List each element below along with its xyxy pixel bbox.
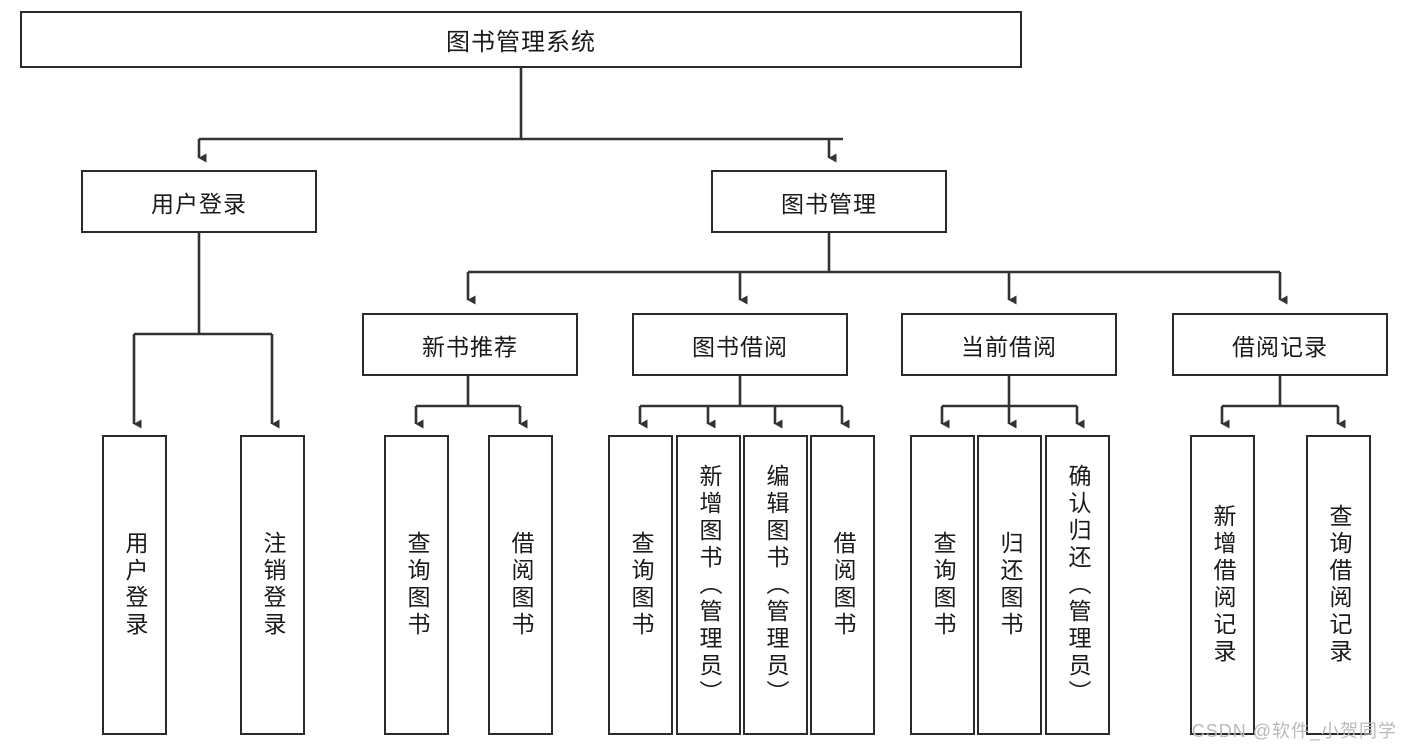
leaf-record-add-record[interactable]: 新增借阅记录 <box>1190 435 1255 735</box>
node-label: 借阅图书 <box>508 531 534 639</box>
node-label: 图书管理系统 <box>446 29 596 56</box>
leaf-user-login-login[interactable]: 用户登录 <box>102 435 167 735</box>
node-label: 借阅记录 <box>1232 333 1328 360</box>
node-book-borrow[interactable]: 图书借阅 <box>632 313 848 376</box>
node-label: 编辑图书（管理员） <box>763 463 789 707</box>
node-label: 注销登录 <box>260 531 286 639</box>
node-label: 图书管理 <box>781 190 877 217</box>
node-user-login[interactable]: 用户登录 <box>81 170 317 233</box>
node-book-management[interactable]: 图书管理 <box>711 170 947 233</box>
node-label: 借阅图书 <box>830 531 856 639</box>
leaf-record-query-record[interactable]: 查询借阅记录 <box>1306 435 1371 735</box>
node-new-book-recommend[interactable]: 新书推荐 <box>362 313 578 376</box>
node-current-borrow[interactable]: 当前借阅 <box>901 313 1117 376</box>
leaf-borrow-edit-book-admin[interactable]: 编辑图书（管理员） <box>743 435 808 735</box>
node-label: 新增图书（管理员） <box>696 463 722 707</box>
leaf-current-query-book[interactable]: 查询图书 <box>910 435 975 735</box>
leaf-recommend-query-book[interactable]: 查询图书 <box>384 435 449 735</box>
leaf-current-confirm-return-admin[interactable]: 确认归还（管理员） <box>1045 435 1110 735</box>
leaf-user-login-logout[interactable]: 注销登录 <box>240 435 305 735</box>
leaf-recommend-borrow-book[interactable]: 借阅图书 <box>488 435 553 735</box>
leaf-borrow-query-book[interactable]: 查询图书 <box>608 435 673 735</box>
node-label: 新书推荐 <box>422 333 518 360</box>
node-label: 当前借阅 <box>961 333 1057 360</box>
leaf-borrow-borrow-book[interactable]: 借阅图书 <box>810 435 875 735</box>
node-borrow-record[interactable]: 借阅记录 <box>1172 313 1388 376</box>
node-root-system[interactable]: 图书管理系统 <box>20 11 1022 68</box>
node-label: 用户登录 <box>151 190 247 217</box>
node-label: 查询图书 <box>628 531 654 639</box>
node-label: 查询图书 <box>404 531 430 639</box>
node-label: 新增借阅记录 <box>1210 504 1236 666</box>
leaf-current-return-book[interactable]: 归还图书 <box>977 435 1042 735</box>
node-label: 归还图书 <box>997 531 1023 639</box>
node-label: 用户登录 <box>122 531 148 639</box>
node-label: 图书借阅 <box>692 333 788 360</box>
leaf-borrow-add-book-admin[interactable]: 新增图书（管理员） <box>676 435 741 735</box>
node-label: 查询图书 <box>930 531 956 639</box>
node-label: 确认归还（管理员） <box>1065 463 1091 707</box>
node-label: 查询借阅记录 <box>1326 504 1352 666</box>
